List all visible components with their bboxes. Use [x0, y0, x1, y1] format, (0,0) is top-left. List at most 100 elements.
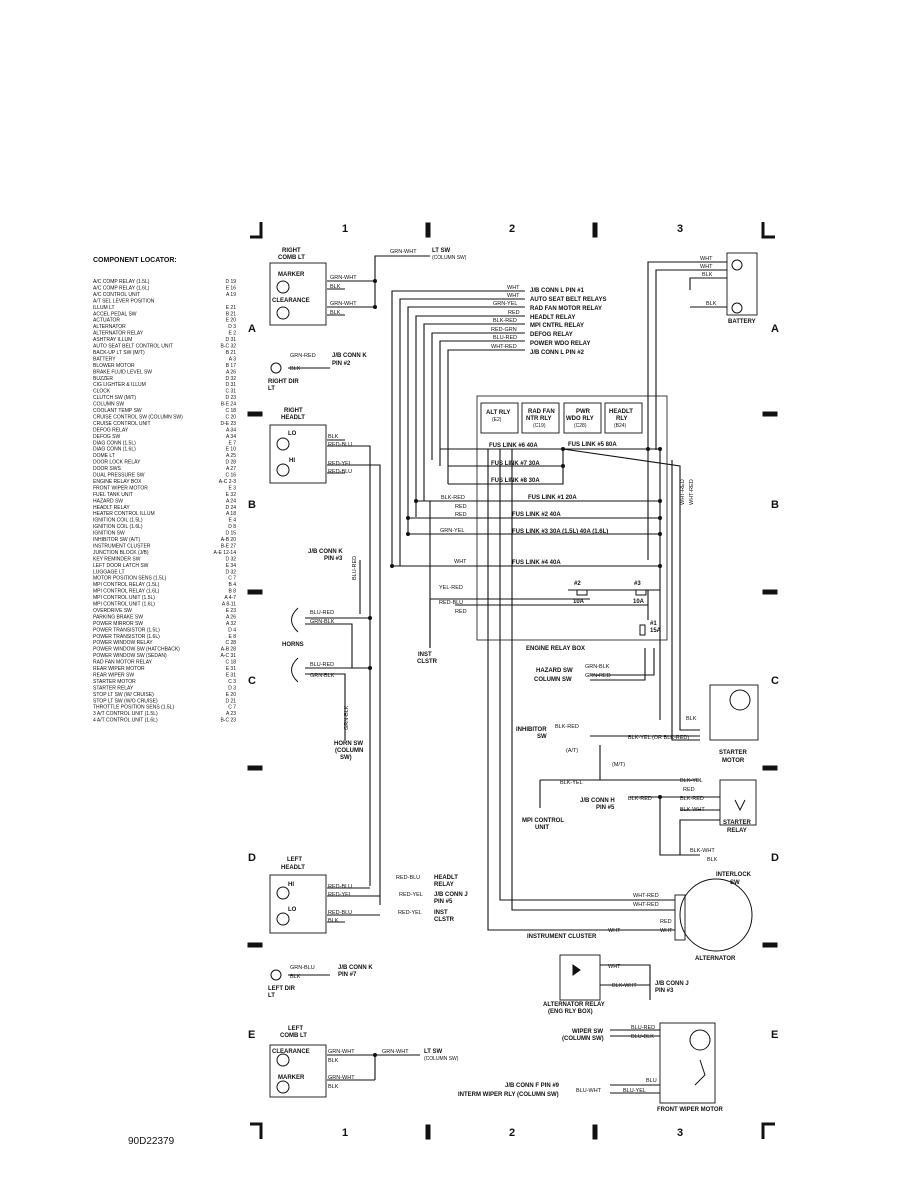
locator-item-location: D 28 — [225, 460, 236, 466]
locator-item-location: A 18 — [226, 511, 236, 517]
locator-item-name: MPI CONTROL RELAY (1.5L) — [93, 582, 160, 588]
row-label-e: E — [248, 1029, 255, 1041]
locator-item-location: B-E 24 — [221, 402, 237, 408]
locator-item-location: A 23 — [226, 711, 236, 717]
wire-grn-wht-3: GRN-WHT — [390, 249, 417, 255]
locator-item-name: DEFOG RELAY — [93, 427, 129, 433]
wire-red-blu-4: RED-BLU — [328, 884, 352, 890]
power-wdo-relay: POWER WDO RELAY — [530, 341, 590, 347]
column-label-2-bottom: 2 — [509, 1127, 515, 1139]
locator-item-name: STARTER MOTOR — [93, 679, 136, 685]
jb-conn-k-pin2-1: J/B CONN K — [332, 353, 367, 359]
column-label-1-bottom: 1 — [342, 1127, 348, 1139]
vertical-labels: BLU-RED GRN-BLK WHT-RED WHT-RED — [344, 479, 695, 730]
locator-item-location: E 23 — [226, 608, 237, 614]
locator-item-name: INHIBITOR SW (A/T) — [93, 537, 140, 543]
locator-item-name: DOOR SWS — [93, 466, 121, 472]
wire-red-yel-4: RED-YEL — [398, 910, 422, 916]
instrument-cluster-label: INSTRUMENT CLUSTER — [527, 934, 597, 940]
locator-item-location: B-C 32 — [220, 344, 236, 350]
wire-blk-wht-1: BLK-WHT — [680, 807, 705, 813]
locator-item-name: OVERDRIVE SW — [93, 608, 132, 614]
locator-item-location: E 20 — [226, 318, 237, 324]
interm-wiper-rly: INTERM WIPER RLY (COLUMN SW) — [458, 1092, 559, 1098]
locator-item-name: FRONT WIPER MOTOR — [93, 485, 148, 491]
wire-blk-9: BLK — [328, 918, 339, 924]
locator-item-location: B 21 — [226, 350, 237, 356]
locator-item-name: MOTOR POSITION SENS (1.5L) — [93, 576, 167, 582]
interlock-sw-2: SW — [730, 880, 740, 886]
fus-link-8: FUS LINK #8 30A — [491, 478, 540, 484]
column-label-3: 3 — [677, 223, 683, 235]
fus-link-3: FUS LINK #3 30A (1.5L) 40A (1.6L) — [512, 529, 608, 535]
wire-blk-red-3: BLK-RED — [555, 724, 579, 730]
locator-item-location: C 28 — [225, 640, 236, 646]
locator-item-name: JUNCTION BLOCK (J/B) — [93, 550, 149, 556]
wire-blk-6: BLK — [328, 434, 339, 440]
locator-item-name: MPI CONTROL RELAY (1.6L) — [93, 589, 160, 595]
wire-blu-red-4: BLU-RED — [631, 1025, 655, 1031]
locator-item-location: D 32 — [225, 569, 236, 575]
fuse1-num: #1 — [650, 621, 657, 627]
jb-conn-h-2: PIN #5 — [596, 805, 615, 811]
locator-item-location: D 32 — [225, 376, 236, 382]
column-label-3-bottom: 3 — [677, 1127, 683, 1139]
fus-link-2: FUS LINK #2 40A — [512, 512, 561, 518]
wire-grn-blk-1: GRN-BLK — [585, 664, 610, 670]
front-wiper-motor-label: FRONT WIPER MOTOR — [657, 1107, 724, 1113]
fus-link-7: FUS LINK #7 30A — [491, 461, 540, 467]
starter-relay-2: RELAY — [727, 828, 747, 834]
horn-sw-1: HORN SW — [334, 741, 363, 747]
locator-item-location: D 21 — [225, 698, 236, 704]
wire-grn-wht-5: GRN-WHT — [328, 1075, 355, 1081]
fuse3-amp: 10A — [633, 599, 645, 605]
locator-item-location: B-E 27 — [221, 543, 237, 549]
locator-item-location: A 3 — [229, 356, 236, 362]
headlt-rly-2: RLY — [616, 416, 627, 422]
auto-seat-belt-relays: AUTO SEAT BELT RELAYS — [530, 297, 606, 303]
locator-item-name: MPI CONTROL UNIT (1.6L) — [93, 602, 155, 608]
wire-blk-red-2: BLK-RED — [441, 495, 465, 501]
jb-conn-k-pin7-1: J/B CONN K — [338, 965, 373, 971]
wire-wht-6: WHT — [660, 928, 673, 934]
lt-sw-label: LT SW — [432, 248, 451, 254]
alternator-relay-2: (ENG RLY BOX) — [548, 1009, 593, 1015]
clearance-left: CLEARANCE — [272, 1049, 310, 1055]
locator-item-name: REAR WIPER MOTOR — [93, 666, 145, 672]
wire-yel-red: YEL-RED — [439, 585, 463, 591]
locator-item-name: IGNITION COIL (1.6L) — [93, 524, 143, 530]
locator-item-name: HAZARD SW — [93, 498, 123, 504]
wire-blk-wht-2: BLK-WHT — [690, 848, 715, 854]
row-label-e-right: E — [771, 1029, 778, 1041]
wire-wht-red-1: WHT-RED — [491, 344, 517, 350]
wire-wht-1: WHT — [507, 285, 520, 291]
jb-conn-h-1: J/B CONN H — [580, 798, 615, 804]
locator-item-name: DOME LT — [93, 453, 115, 459]
alt-rly-1: ALT RLY — [486, 410, 510, 416]
wiper-sw-2: (COLUMN SW) — [562, 1036, 604, 1042]
wire-grn-blk-3: GRN-BLK — [310, 673, 335, 679]
wire-red-2: RED — [455, 504, 467, 510]
locator-item-name: BRAKE FLUID LEVEL SW — [93, 369, 152, 375]
locator-item-name: CLOCK — [93, 389, 111, 395]
locator-item-location: D 3 — [228, 324, 236, 330]
left-dir-lt-1: LEFT DIR — [268, 986, 296, 992]
wire-blk-12: BLK — [328, 1084, 339, 1090]
locator-item-location: E 3 — [228, 485, 236, 491]
mpi-control-unit-1: MPI CONTROL — [522, 818, 564, 824]
wire-grn-blu: GRN-BLU — [290, 965, 315, 971]
locator-item-location: A 19 — [226, 292, 236, 298]
locator-item-name: DOOR LOCK RELAY — [93, 460, 141, 466]
locator-item-location: C 18 — [225, 408, 236, 414]
wire-blk-red-1: BLK-RED — [493, 318, 517, 324]
jb-conn-k-pin2-2: PIN #2 — [332, 361, 351, 367]
locator-item-location: A 4-7 — [224, 595, 236, 601]
at-label: (A/T) — [566, 748, 578, 754]
locator-item-location: A 26 — [226, 369, 236, 375]
lt-sw-2-2: (COLUMN SW) — [424, 1056, 459, 1062]
wire-red-3: RED — [455, 512, 467, 518]
row-label-d: D — [248, 852, 256, 864]
wire-blk-red-5: BLK-RED — [628, 796, 652, 802]
locator-item-location: D-E 23 — [220, 421, 236, 427]
